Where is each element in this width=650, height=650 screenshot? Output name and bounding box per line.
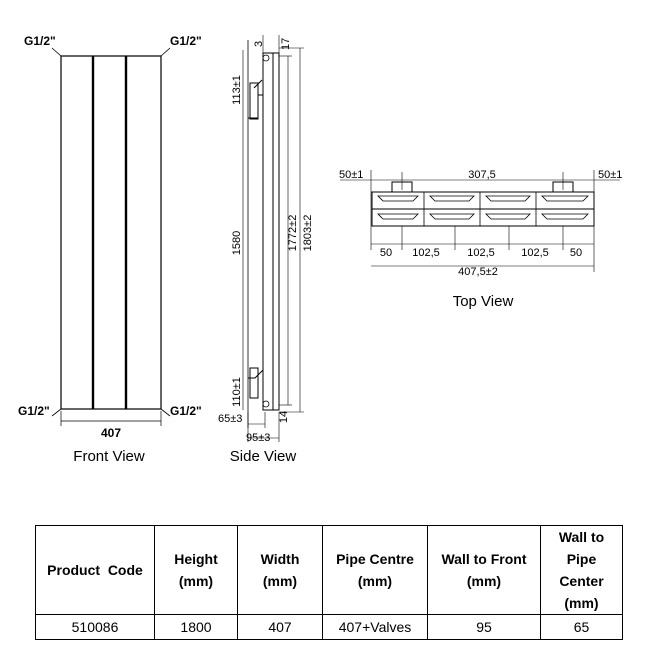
front-body-outline: [60, 55, 162, 410]
top-seg-1-label: 102,5: [412, 247, 440, 259]
side-top-pipe-label: 113±1: [231, 75, 243, 105]
cell-wall-to-front: 95: [427, 614, 541, 640]
front-bottom-left-connection-label: G1/2": [18, 404, 50, 418]
front-width-label: 407: [101, 426, 121, 440]
front-top-left-connection-label: G1/2": [24, 34, 56, 48]
spec-table-header-row: Product Code Height (mm) Width (mm) Pipe…: [35, 525, 623, 615]
header-height-text: Height (mm): [174, 551, 218, 589]
front-top-right-connection-label: G1/2": [170, 34, 202, 48]
front-bottom-left-leader: [51, 408, 62, 417]
header-wall-to-pipe-center-text: Wall to Pipe Center (mm): [558, 529, 605, 611]
header-height: Height (mm): [154, 525, 238, 615]
header-wall-to-front-text: Wall to Front (mm): [441, 551, 527, 589]
side-bottom-depth-label: 14: [278, 411, 290, 423]
top-view-caption: Top View: [453, 293, 514, 310]
top-view: [340, 170, 620, 272]
header-product-code: Product Code: [35, 525, 155, 615]
top-seg-left-label: 50: [380, 247, 392, 259]
front-view: [51, 47, 171, 426]
side-wall-to-pipe-label: 65±3: [218, 413, 242, 425]
side-bottom-pipe-label: 110±1: [231, 377, 243, 407]
cell-product-code: 510086: [35, 614, 155, 640]
header-wall-to-pipe-center: Wall to Pipe Center (mm): [540, 525, 623, 615]
top-fins-lower: [377, 213, 589, 220]
front-top-left-leader: [51, 47, 62, 57]
side-bottom-pipe-circle: [262, 400, 270, 408]
side-centres-label: 1580: [231, 231, 243, 255]
spec-table: Product Code Height (mm) Width (mm) Pipe…: [35, 525, 623, 640]
side-view: [242, 35, 304, 442]
side-body-front: [272, 52, 280, 411]
side-view-caption: Side View: [230, 448, 297, 465]
cell-height: 1800: [154, 614, 238, 640]
top-fins-upper: [377, 195, 589, 202]
side-bottom-pipe-stub: [249, 367, 259, 399]
side-top-depth-label: 17: [280, 38, 292, 50]
front-bottom-right-connection-label: G1/2": [170, 404, 202, 418]
header-wall-to-front: Wall to Front (mm): [427, 525, 541, 615]
side-wall-to-front-label: 95±3: [246, 432, 270, 444]
cell-pipe-centre: 407+Valves: [322, 614, 428, 640]
side-body-height-label: 1772±2: [287, 215, 299, 252]
top-overall-label: 407,5±2: [458, 266, 498, 278]
table-row: 510086 1800 407 407+Valves 95 65: [35, 614, 623, 640]
header-product-code-text: Product Code: [47, 562, 143, 578]
header-width-text: Width (mm): [260, 551, 300, 589]
top-seg-2-label: 102,5: [467, 247, 495, 259]
front-bottom-right-leader: [160, 408, 171, 417]
header-pipe-centre-text: Pipe Centre (mm): [336, 551, 414, 589]
header-width: Width (mm): [237, 525, 323, 615]
technical-drawing: G1/2" G1/2" G1/2" G1/2" 407 Front View: [18, 34, 622, 465]
side-bottom-bracket: [248, 369, 264, 379]
front-top-right-leader: [160, 47, 171, 57]
side-top-offset-label: 3: [253, 41, 265, 47]
side-total-height-label: 1803±2: [302, 215, 314, 252]
front-view-caption: Front View: [73, 448, 145, 465]
top-seg-right-label: 50: [570, 247, 582, 259]
top-span-label: 307,5: [468, 169, 496, 181]
top-right-offset-label: 50±1: [598, 169, 622, 181]
side-body-rear: [262, 52, 274, 411]
side-top-pipe-stub: [249, 82, 259, 120]
cell-width: 407: [237, 614, 323, 640]
cell-wall-to-pipe-center: 65: [540, 614, 623, 640]
top-seg-3-label: 102,5: [521, 247, 549, 259]
header-pipe-centre: Pipe Centre (mm): [322, 525, 428, 615]
side-top-pipe-circle: [262, 54, 270, 62]
top-left-offset-label: 50±1: [339, 169, 363, 181]
